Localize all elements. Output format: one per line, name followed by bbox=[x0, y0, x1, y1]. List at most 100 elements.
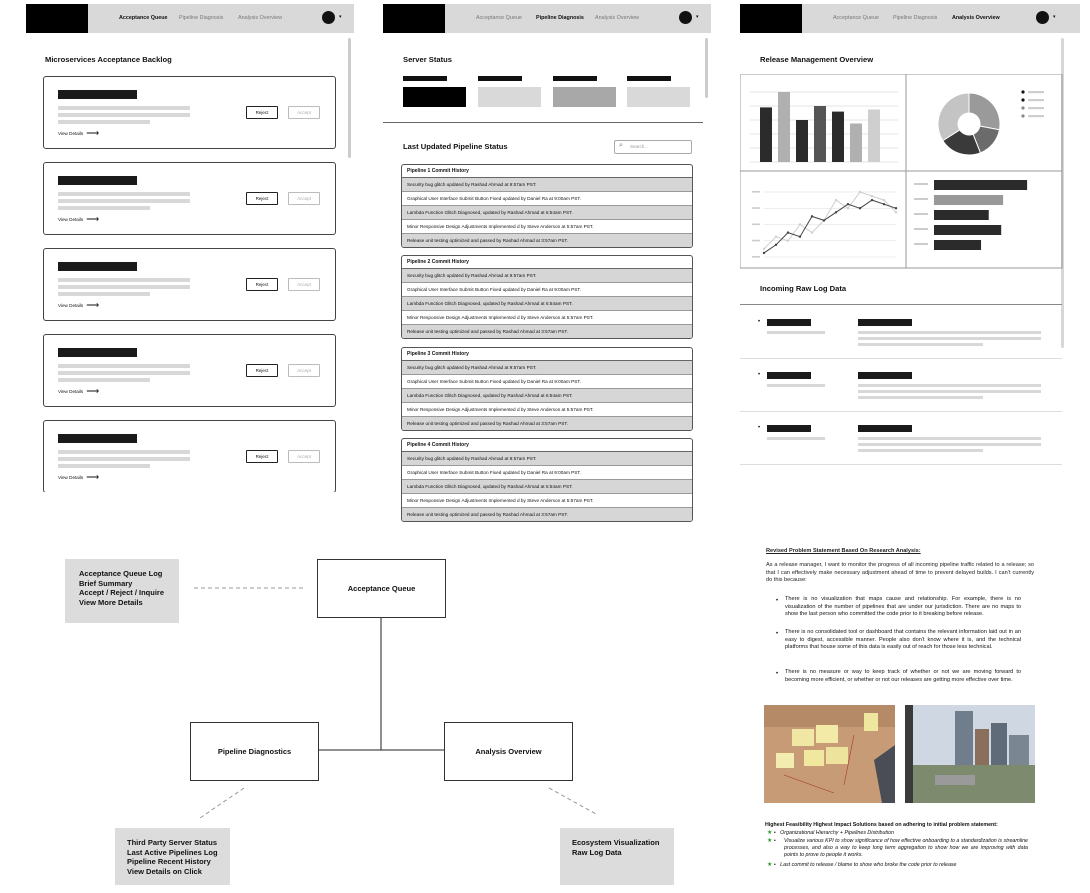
log-entry[interactable]: • bbox=[740, 318, 1062, 370]
avatar[interactable] bbox=[1036, 11, 1049, 24]
nav-pipeline-diagnosis[interactable]: Pipeline Diagnosis bbox=[893, 15, 938, 21]
bar-mark bbox=[778, 92, 790, 162]
accept-button[interactable]: Accept bbox=[288, 364, 320, 377]
server-status-block-4[interactable] bbox=[627, 87, 690, 107]
backlog-card[interactable]: Reject Accept View Details⟶ bbox=[43, 334, 336, 407]
commit-row[interactable]: Security bug glitch updated by Rashad Ah… bbox=[402, 361, 692, 375]
server-status-block-2[interactable] bbox=[478, 87, 541, 107]
commit-row[interactable]: Security bug glitch updated by Rashad Ah… bbox=[402, 452, 692, 466]
hbar-mark bbox=[934, 180, 1028, 190]
commit-row[interactable]: Lambda Function Glitch Diagnosed, update… bbox=[402, 297, 692, 311]
nav-pipeline-diagnosis[interactable]: Pipeline Diagnosis bbox=[536, 15, 584, 21]
card-text-placeholder bbox=[58, 113, 190, 117]
commit-row[interactable]: Minor Responsive Design Adjustments Impl… bbox=[402, 220, 692, 234]
nav-acceptance-queue[interactable]: Acceptance Queue bbox=[119, 15, 168, 21]
chevron-down-icon[interactable]: ▾ bbox=[696, 14, 699, 20]
line-point bbox=[834, 211, 838, 214]
chevron-down-icon[interactable]: ▾ bbox=[1053, 14, 1056, 20]
solution-text: Visualize various KPI to show significan… bbox=[784, 838, 1028, 858]
commit-row[interactable]: Minor Responsive Design Adjustments Impl… bbox=[402, 494, 692, 508]
log-entry[interactable]: • bbox=[740, 424, 1062, 476]
donut-chart bbox=[937, 90, 1044, 156]
legend-text-placeholder bbox=[1028, 115, 1044, 118]
commit-row[interactable]: Release unit testing optimized and passe… bbox=[402, 508, 692, 521]
accept-button[interactable]: Accept bbox=[288, 106, 320, 119]
avatar[interactable] bbox=[679, 11, 692, 24]
commit-row[interactable]: Minor Responsive Design Adjustments Impl… bbox=[402, 311, 692, 325]
commit-row[interactable]: Graphical User Interface Submit Button F… bbox=[402, 466, 692, 480]
bar-mark bbox=[814, 106, 826, 162]
commit-row[interactable]: Security bug glitch updated by Rashad Ah… bbox=[402, 269, 692, 283]
scrollbar[interactable] bbox=[705, 38, 708, 98]
commit-row[interactable]: Minor Responsive Design Adjustments Impl… bbox=[402, 403, 692, 417]
hbar-mark bbox=[934, 210, 989, 220]
scrollbar[interactable] bbox=[348, 38, 351, 158]
commit-row[interactable]: Release unit testing optimized and passe… bbox=[402, 325, 692, 338]
sticky-note bbox=[864, 713, 878, 731]
backlog-card[interactable]: Reject Accept View Details⟶ bbox=[43, 248, 336, 321]
backlog-card[interactable]: Reject Accept View Details⟶ bbox=[43, 420, 336, 492]
chevron-down-icon[interactable]: ▾ bbox=[339, 14, 342, 20]
view-details-link[interactable]: View Details⟶ bbox=[58, 472, 99, 483]
log-text-placeholder bbox=[767, 384, 825, 387]
search-icon: ⌕ bbox=[619, 142, 623, 149]
commit-row[interactable]: Release unit testing optimized and passe… bbox=[402, 417, 692, 430]
photo-building bbox=[955, 711, 973, 771]
commit-row[interactable]: Release unit testing optimized and passe… bbox=[402, 234, 692, 247]
reject-button[interactable]: Reject bbox=[246, 450, 278, 463]
note-line: Last Active Pipelines Log bbox=[127, 847, 218, 857]
commit-row[interactable]: Security bug glitch updated by Rashad Ah… bbox=[402, 178, 692, 192]
nav-pipeline-diagnosis[interactable]: Pipeline Diagnosis bbox=[179, 15, 224, 21]
page-title: Release Management Overview bbox=[760, 55, 874, 64]
nav-acceptance-queue[interactable]: Acceptance Queue bbox=[476, 15, 522, 21]
hbar-label-placeholder bbox=[914, 198, 928, 200]
reject-button[interactable]: Reject bbox=[246, 192, 278, 205]
bar-mark bbox=[850, 123, 862, 162]
arrow-right-icon: ⟶ bbox=[86, 472, 100, 482]
commit-row[interactable]: Lambda Function Glitch Diagnosed, update… bbox=[402, 206, 692, 220]
server-status-block-3[interactable] bbox=[553, 87, 616, 107]
sticky-note bbox=[792, 729, 814, 746]
view-details-link[interactable]: View Details⟶ bbox=[58, 300, 99, 311]
view-details-label: View Details bbox=[58, 389, 84, 394]
log-entry[interactable]: • bbox=[740, 371, 1062, 423]
commit-row[interactable]: Graphical User Interface Submit Button F… bbox=[402, 283, 692, 297]
commit-row[interactable]: Graphical User Interface Submit Button F… bbox=[402, 375, 692, 389]
pipeline-title: Pipeline 2 Commit History bbox=[402, 256, 692, 269]
hbar-mark bbox=[934, 240, 982, 250]
backlog-card[interactable]: Reject Accept View Details⟶ bbox=[43, 76, 336, 149]
donut-slice bbox=[937, 92, 970, 142]
nav-analysis-overview[interactable]: Analysis Overview bbox=[952, 15, 1000, 21]
commit-row[interactable]: Lambda Function Glitch Diagnosed, update… bbox=[402, 389, 692, 403]
analysis-overview-screen: Acceptance Queue Pipeline Diagnosis Anal… bbox=[740, 4, 1080, 484]
view-details-link[interactable]: View Details⟶ bbox=[58, 214, 99, 225]
view-details-link[interactable]: View Details⟶ bbox=[58, 128, 99, 139]
reject-button[interactable]: Reject bbox=[246, 106, 278, 119]
dashed-connector-analysis bbox=[548, 787, 599, 816]
accept-button[interactable]: Accept bbox=[288, 450, 320, 463]
nav-analysis-overview[interactable]: Analysis Overview bbox=[595, 15, 640, 21]
accept-button[interactable]: Accept bbox=[288, 278, 320, 291]
avatar[interactable] bbox=[322, 11, 335, 24]
view-details-link[interactable]: View Details⟶ bbox=[58, 386, 99, 397]
line-point bbox=[858, 190, 862, 194]
nav-analysis-overview[interactable]: Analysis Overview bbox=[238, 15, 283, 21]
legend-marker bbox=[1021, 106, 1025, 110]
nav-acceptance-queue[interactable]: Acceptance Queue bbox=[833, 15, 879, 21]
log-text-placeholder bbox=[767, 437, 825, 440]
reject-button[interactable]: Reject bbox=[246, 278, 278, 291]
reject-button[interactable]: Reject bbox=[246, 364, 278, 377]
arrow-right-icon: ⟶ bbox=[86, 128, 100, 138]
problem-intro: As a release manager, I want to monitor … bbox=[766, 562, 1034, 584]
server-status-block-1[interactable] bbox=[403, 87, 466, 107]
accept-button[interactable]: Accept bbox=[288, 192, 320, 205]
legend-text-placeholder bbox=[1028, 91, 1044, 94]
commit-row[interactable]: Graphical User Interface Submit Button F… bbox=[402, 192, 692, 206]
note-line: Pipeline Recent History bbox=[127, 857, 211, 866]
card-text-placeholder bbox=[58, 192, 190, 196]
backlog-card[interactable]: Reject Accept View Details⟶ bbox=[43, 162, 336, 235]
commit-row[interactable]: Lambda Function Glitch Diagnosed, update… bbox=[402, 480, 692, 494]
line-point bbox=[846, 202, 850, 206]
search-input[interactable]: ⌕ Search... bbox=[614, 140, 692, 154]
